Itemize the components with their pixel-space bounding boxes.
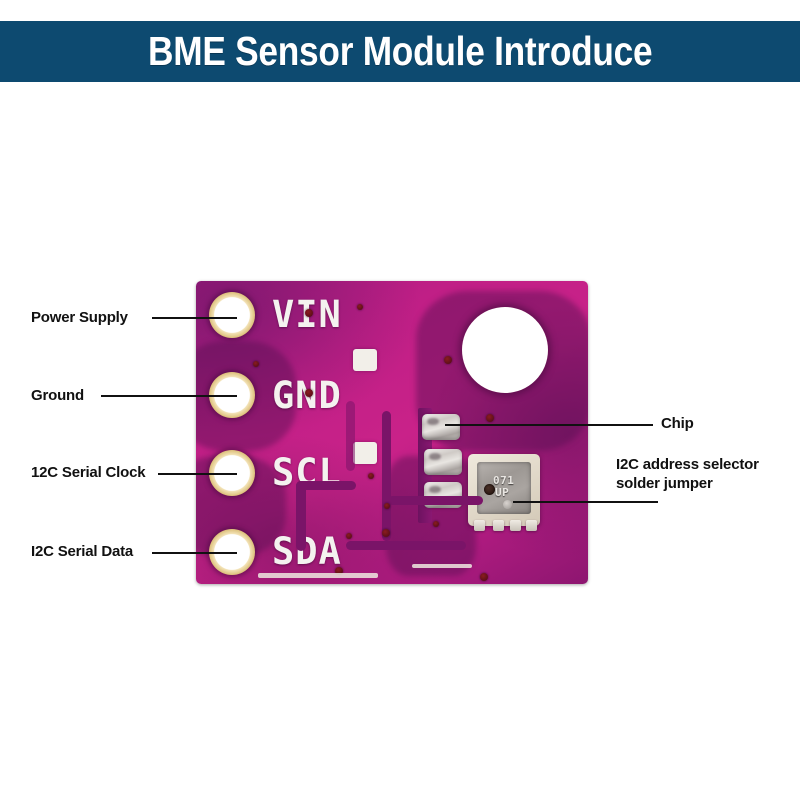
header-banner: BME Sensor Module Introduce <box>0 21 800 82</box>
bme-sensor-chip: 071 UP <box>468 454 540 531</box>
via <box>305 389 313 397</box>
leader-line-i2c-serial-clock <box>158 473 237 475</box>
callout-label-power-supply: Power Supply <box>31 309 128 326</box>
page-title: BME Sensor Module Introduce <box>147 28 653 74</box>
pcb-board: VIN GND SCL SDA 071 UP <box>196 281 588 584</box>
via <box>346 533 352 539</box>
chip-leg <box>526 520 537 531</box>
leader-line-i2c-serial-data <box>152 552 237 554</box>
chip-leg <box>474 520 485 531</box>
via <box>357 304 363 310</box>
chip-marking-line2: UP <box>495 486 510 499</box>
via <box>384 503 390 509</box>
copper-trace <box>296 481 356 490</box>
chip-leg <box>510 520 521 531</box>
mounting-hole <box>462 307 548 393</box>
chip-dot <box>503 500 512 509</box>
via <box>486 414 494 422</box>
via <box>368 473 374 479</box>
silkscreen-sda: SDA <box>272 530 342 573</box>
pad-vin <box>209 292 255 338</box>
silkscreen-strip <box>412 564 472 568</box>
leader-line-power-supply <box>152 317 237 319</box>
copper-trace <box>382 411 391 541</box>
callout-label-chip: Chip <box>661 415 694 432</box>
via <box>444 356 452 364</box>
smd-pad-lower <box>353 442 377 464</box>
via <box>480 573 488 581</box>
leader-line-chip <box>445 424 653 426</box>
solder-jumper-1 <box>422 414 460 440</box>
copper-trace <box>346 401 355 471</box>
callout-label-i2c-serial-data: I2C Serial Data <box>31 543 134 560</box>
via <box>335 567 343 575</box>
copper-trace <box>346 541 466 550</box>
chip-marking-line1: 071 <box>493 474 515 487</box>
solder-jumper-2 <box>424 449 462 475</box>
copper-trace <box>296 481 306 551</box>
callout-label-i2c-serial-clock: 12C Serial Clock <box>31 464 146 481</box>
callout-label-i2c-address-selector-solder-jumper: I2C address selector solder jumper <box>616 456 759 492</box>
chip-metal-lid: 071 UP <box>477 462 531 514</box>
chip-leg <box>493 520 504 531</box>
via <box>382 529 390 537</box>
smd-pad-upper <box>353 349 377 371</box>
via <box>305 309 313 317</box>
via <box>253 361 259 367</box>
leader-line-ground <box>101 395 237 397</box>
via <box>433 521 439 527</box>
silkscreen-strip <box>258 573 378 578</box>
copper-trace <box>388 496 483 505</box>
callout-label-ground: Ground <box>31 387 84 404</box>
leader-line-solder-jumper <box>513 501 658 503</box>
chip-vent-hole <box>484 484 495 495</box>
